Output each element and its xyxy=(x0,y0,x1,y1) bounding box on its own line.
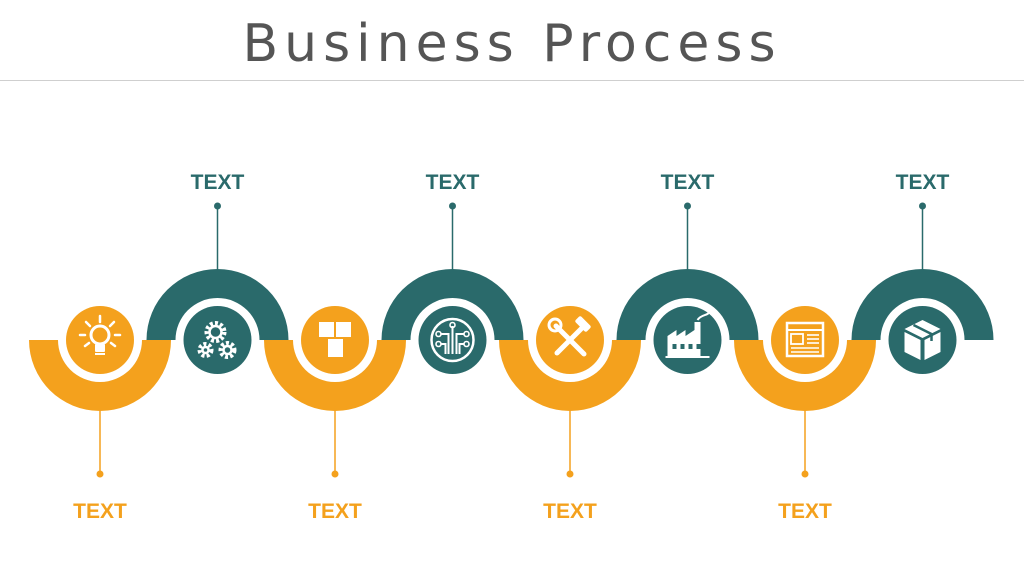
step-label: TEXT xyxy=(896,171,950,194)
tools-icon xyxy=(547,316,591,357)
step-label: TEXT xyxy=(73,500,127,523)
upper-arc-band xyxy=(146,269,289,340)
step-icon-circle xyxy=(771,306,839,374)
upper-arc-band xyxy=(851,269,994,340)
connector-dot xyxy=(214,202,221,210)
step-label: TEXT xyxy=(191,171,245,194)
upper-arc-band xyxy=(381,269,524,340)
upper-arc-band xyxy=(616,269,759,340)
connector-dot xyxy=(919,202,926,210)
process-step-3: TEXT xyxy=(264,306,406,523)
connector-dot xyxy=(331,470,339,478)
process-step-7: TEXT xyxy=(734,306,876,523)
process-step-4: TEXT xyxy=(381,171,524,374)
step-label: TEXT xyxy=(543,500,597,523)
process-step-5: TEXT xyxy=(499,306,641,523)
step-label: TEXT xyxy=(426,171,480,194)
lower-arc-band xyxy=(29,340,171,411)
lower-arc-band xyxy=(734,340,876,411)
process-step-2: TEXT xyxy=(146,171,289,374)
connector-dot xyxy=(566,470,574,478)
page-title: Business Process xyxy=(242,14,782,74)
connector-dot xyxy=(684,202,691,210)
circuit-icon xyxy=(430,317,475,363)
factory-icon xyxy=(665,311,711,358)
gears-icon xyxy=(197,321,237,359)
lightbulb-icon xyxy=(78,314,122,355)
step-icon-circle xyxy=(888,306,957,374)
web-layout-icon xyxy=(785,321,825,358)
title-bar: Business Process xyxy=(0,0,1024,82)
connector-dot xyxy=(801,470,809,478)
process-step-8: TEXT xyxy=(851,171,994,374)
title-divider xyxy=(0,80,1024,81)
lower-arc-band xyxy=(264,340,406,411)
step-label: TEXT xyxy=(308,500,362,523)
boxes-icon xyxy=(319,322,351,357)
process-step-1: TEXT xyxy=(29,306,171,523)
step-label: TEXT xyxy=(778,500,832,523)
process-step-6: TEXT xyxy=(616,171,759,374)
connector-dot xyxy=(96,470,104,478)
package-icon xyxy=(904,320,941,360)
step-icon-circle xyxy=(66,306,134,374)
lower-arc-band xyxy=(499,340,641,411)
step-label: TEXT xyxy=(661,171,715,194)
connector-dot xyxy=(449,202,456,210)
